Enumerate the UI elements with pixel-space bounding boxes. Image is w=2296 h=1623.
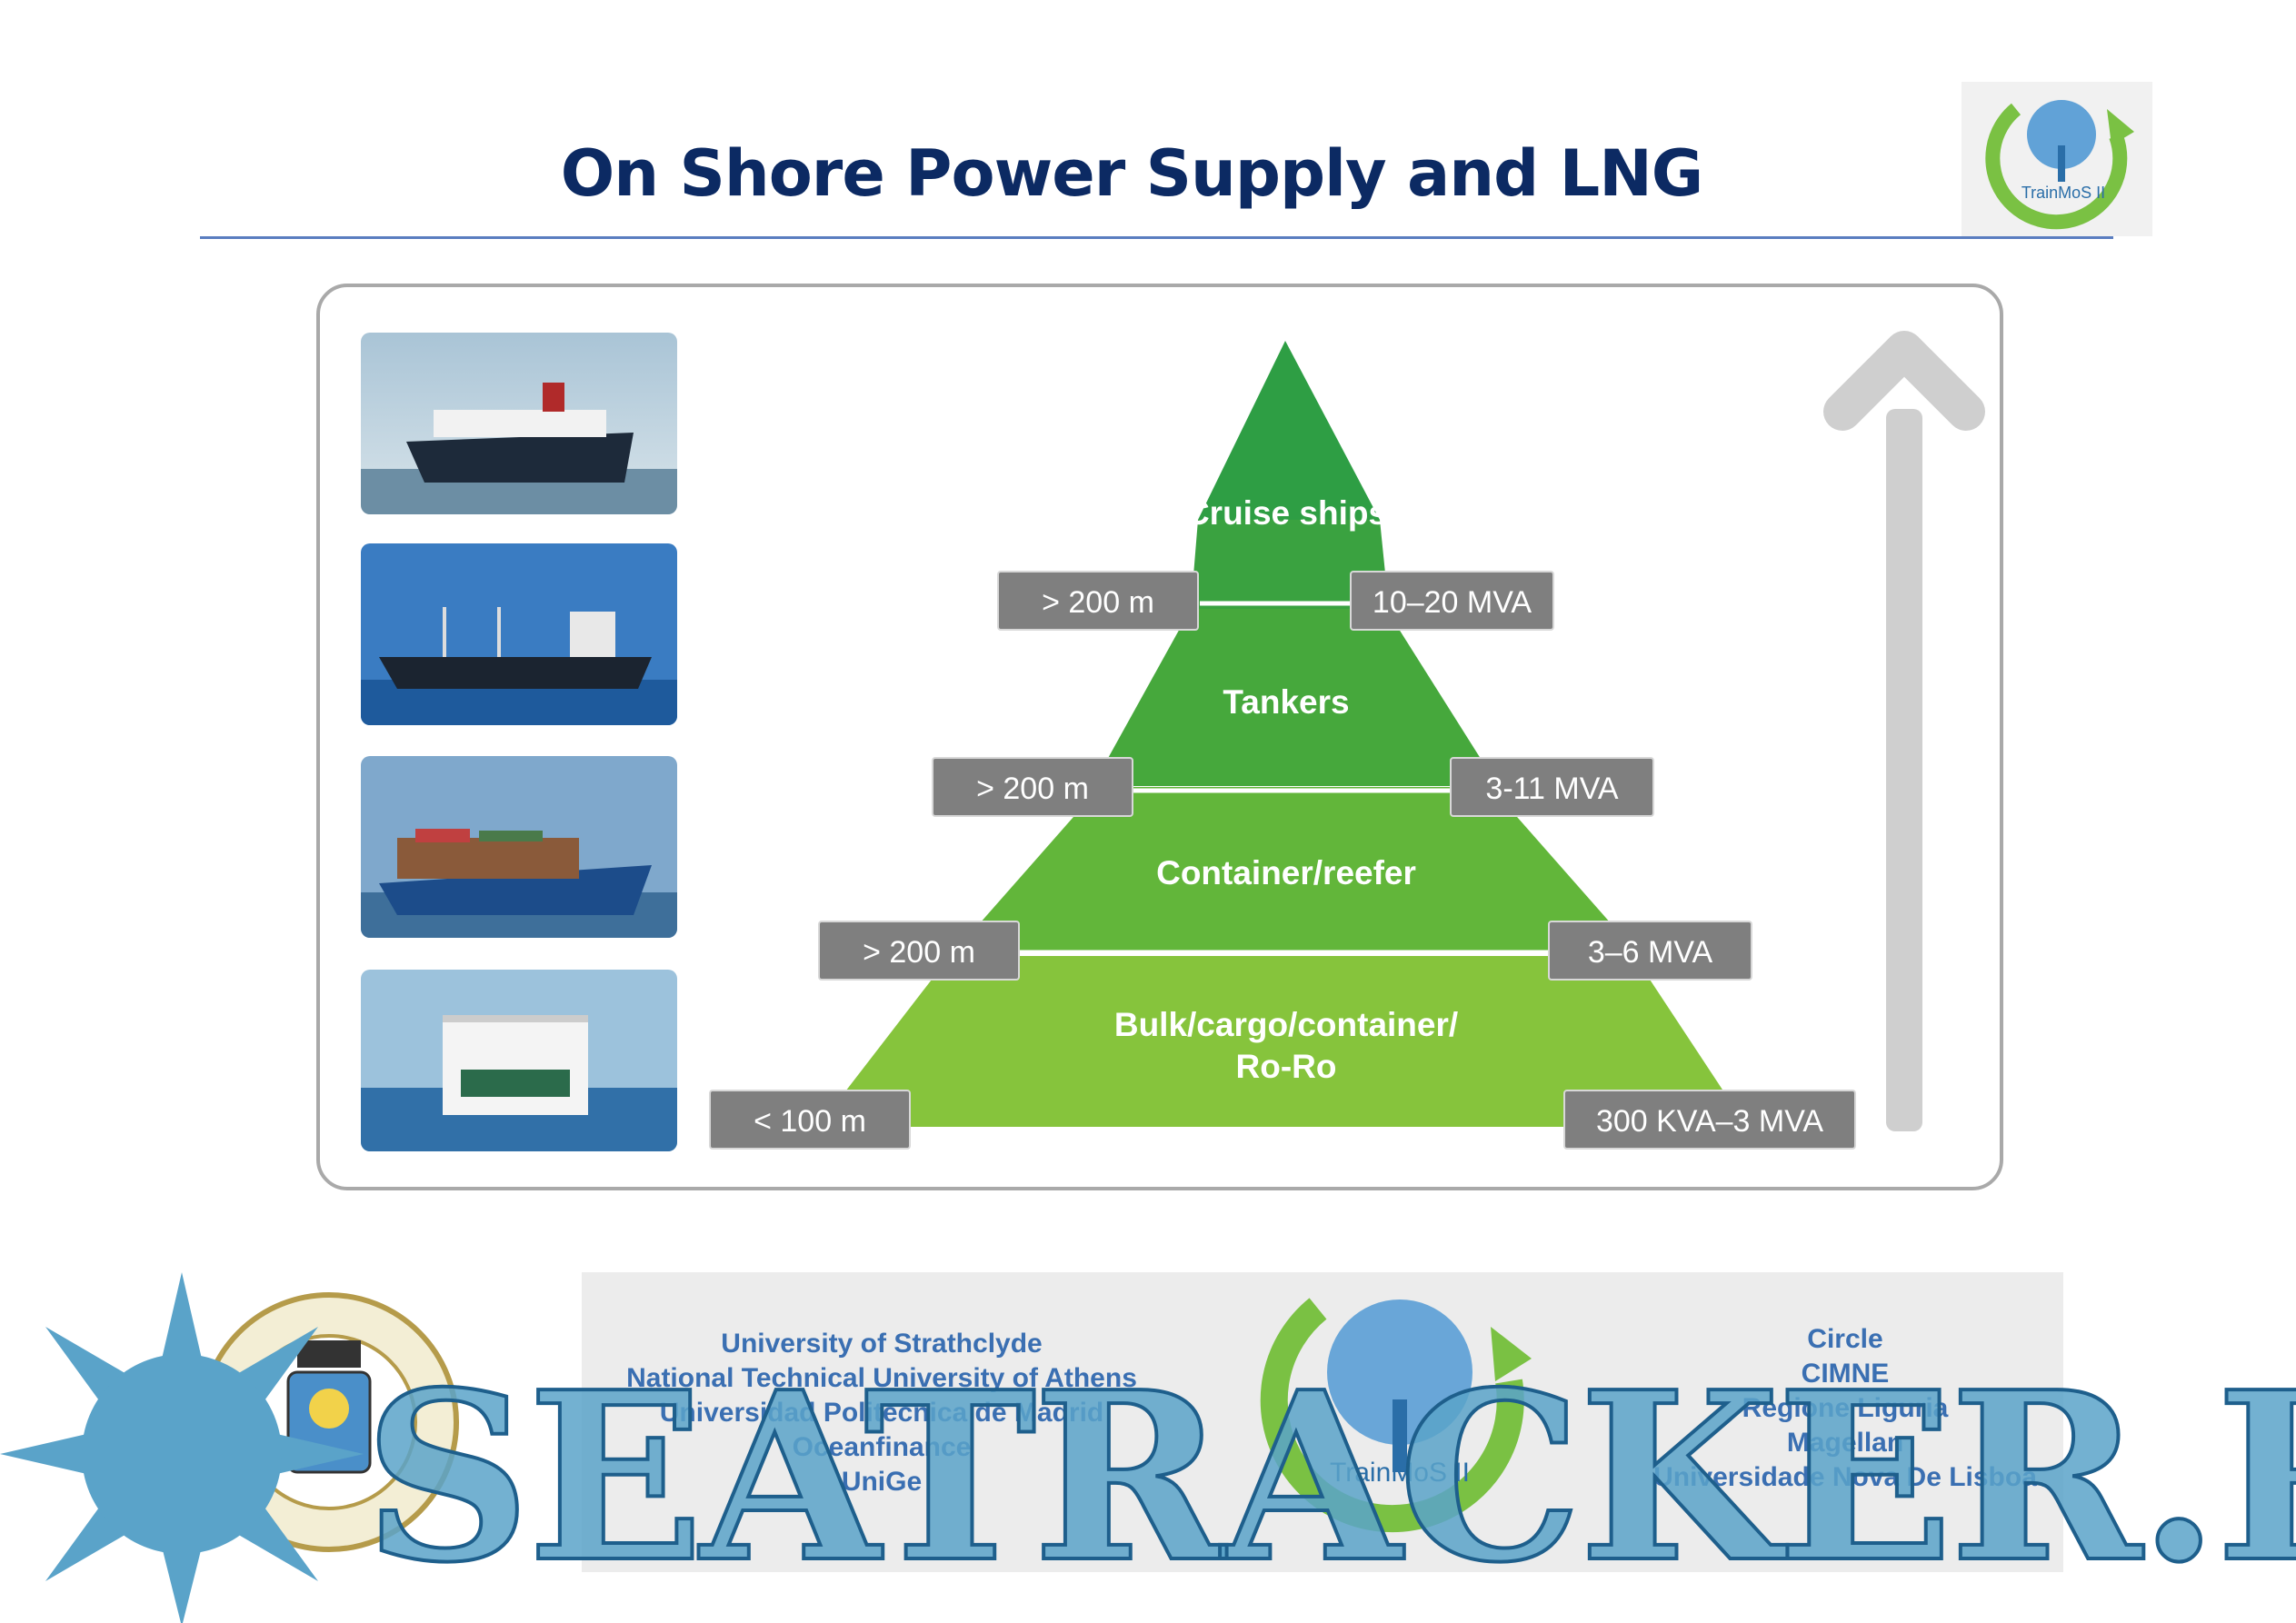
partner-ntua: National Technical University of Athens — [626, 1363, 1137, 1393]
tier-bulk-cargo — [818, 956, 1747, 1127]
tier-tankers — [1093, 609, 1498, 786]
container-ship-photo — [361, 756, 677, 938]
power-tag-cruise: 10–20 MVA — [1350, 571, 1554, 631]
trainmos-footer-logo: TrainMoS II — [1260, 1298, 1532, 1533]
page-title: On Shore Power Supply and LNG — [560, 136, 1704, 211]
arrow-head-icon — [1823, 331, 1985, 431]
length-tag-container: > 200 m — [818, 921, 1020, 981]
length-tag-cruise: > 200 m — [997, 571, 1199, 631]
scale-arrow — [1886, 409, 1922, 1131]
label-container-reefer: Container/reefer — [1156, 854, 1416, 891]
length-tag-bulk: < 100 m — [709, 1090, 911, 1150]
partner-magellan: Magellan — [1786, 1428, 1904, 1458]
cruise-ship-photo — [361, 333, 677, 514]
partner-oceanfinance: Oceanfinance — [792, 1432, 972, 1462]
partner-cimne: CIMNE — [1801, 1359, 1890, 1389]
label-bulk-cargo: Bulk/cargo/container/ Ro-Ro — [1000, 1004, 1572, 1088]
partner-upm: Universidad Politecnica de Madrid — [659, 1398, 1104, 1428]
partner-nova-lisboa: Universidade Nova De Lisboa — [1653, 1462, 2037, 1492]
seatracker-watermark: SEATRACKER.RU — [0, 1272, 2296, 1623]
label-bulk-line2: Ro-Ro — [1235, 1048, 1337, 1085]
tanker-photo — [361, 543, 677, 725]
partner-regione-liguria: Regione Liguria — [1742, 1393, 1949, 1423]
power-tag-container: 3–6 MVA — [1548, 921, 1752, 981]
partners-left-list: University of Strathclyde National Techn… — [564, 1327, 1200, 1499]
partners-right-list: Circle CIMNE Regione Liguria Magellan Un… — [1600, 1322, 2091, 1495]
partner-unige: UniGe — [841, 1467, 923, 1497]
partner-circle: Circle — [1807, 1324, 1883, 1354]
ferry-photo — [361, 970, 677, 1151]
tier-container-reefer — [953, 787, 1638, 954]
tier-cruise-ships — [1198, 341, 1380, 520]
watermark-text: SEATRACKER.RU — [364, 1342, 2296, 1614]
label-cruise-ships: Cruise ships — [1184, 494, 1388, 532]
power-tag-bulk: 300 KVA–3 MVA — [1563, 1090, 1856, 1150]
power-tag-tankers: 3-11 MVA — [1450, 757, 1654, 817]
label-tankers: Tankers — [1223, 683, 1350, 721]
logo-text: TrainMoS II — [2021, 184, 2105, 202]
length-tag-tankers: > 200 m — [932, 757, 1133, 817]
footer-logo-text: TrainMoS II — [1330, 1458, 1470, 1488]
label-bulk-line1: Bulk/cargo/container/ — [1113, 1006, 1459, 1043]
title-underline — [200, 236, 2113, 239]
partner-strathclyde: University of Strathclyde — [721, 1329, 1043, 1359]
trainmos-logo: TrainMoS II — [1962, 82, 2152, 236]
